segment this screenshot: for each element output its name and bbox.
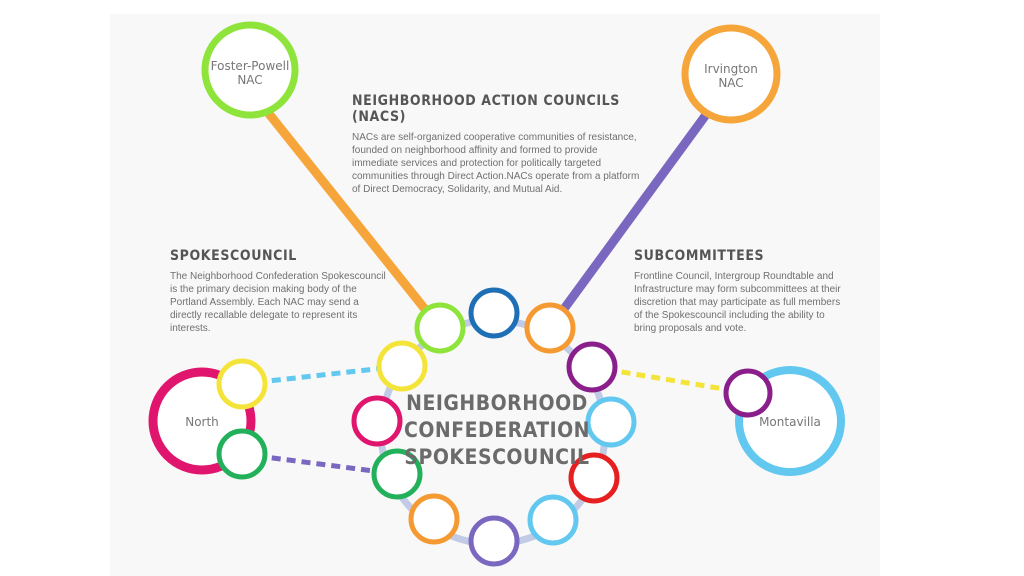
council-seat-sky[interactable] <box>585 396 637 448</box>
foster-powell-label-line2: NAC <box>237 73 262 87</box>
irvington-label-line1: Irvington <box>704 62 758 76</box>
nacs-description: NEIGHBORHOOD ACTION COUNCILS (NACS) NACs… <box>352 93 642 196</box>
council-seat-red[interactable] <box>568 452 620 504</box>
foster-powell-node[interactable] <box>201 21 299 119</box>
irvington-label-line2: NAC <box>718 76 743 90</box>
center-title-line1: NEIGHBORHOOD <box>406 391 588 415</box>
council-seat-blue[interactable] <box>468 287 520 339</box>
spokescouncil-heading: SPOKESCOUNCIL <box>170 248 297 264</box>
north-delegate-green[interactable] <box>216 428 268 480</box>
council-seat-purple-bottom[interactable] <box>468 515 520 567</box>
nacs-heading: NEIGHBORHOOD ACTION COUNCILS (NACS) <box>352 93 620 125</box>
nacs-body: NACs are self-organized cooperative comm… <box>352 132 640 195</box>
council-seat-yellow[interactable] <box>376 340 428 392</box>
montavilla-delegate-purple[interactable] <box>723 368 773 418</box>
montavilla-label: Montavilla <box>759 415 821 429</box>
montavilla-connector <box>591 364 749 396</box>
council-seat-sky-bottom[interactable] <box>527 494 579 546</box>
subcommittees-body: Frontline Council, Intergroup Roundtable… <box>634 271 841 334</box>
council-seat-magenta[interactable] <box>351 395 403 447</box>
spokescouncil-description: SPOKESCOUNCIL The Neighborhood Confedera… <box>170 248 392 335</box>
council-seat-green[interactable] <box>414 302 466 354</box>
council-seat-purple-right[interactable] <box>566 341 618 393</box>
spokescouncil-body: The Neighborhood Confederation Spokescou… <box>170 271 386 334</box>
irvington-node[interactable] <box>681 24 781 124</box>
center-title-line2: CONFEDERATION <box>404 418 590 442</box>
subcommittees-description: SUBCOMMITTEES Frontline Council, Intergr… <box>634 248 846 335</box>
foster-powell-label-line1: Foster-Powell <box>211 59 290 73</box>
irvington-spoke <box>546 109 712 331</box>
north-delegate-yellow[interactable] <box>216 358 268 410</box>
foster-powell-spoke <box>246 87 444 331</box>
center-title-line3: SPOKESCOUNCIL <box>404 445 589 469</box>
council-seat-orange-bottom[interactable] <box>408 493 460 545</box>
north-connector-bottom <box>241 451 398 477</box>
council-seat-green-left[interactable] <box>371 448 423 500</box>
north-label: North <box>185 415 219 429</box>
north-connector-top <box>241 363 403 387</box>
council-seat-orange-top[interactable] <box>524 302 576 354</box>
subcommittees-heading: SUBCOMMITTEES <box>634 248 765 264</box>
